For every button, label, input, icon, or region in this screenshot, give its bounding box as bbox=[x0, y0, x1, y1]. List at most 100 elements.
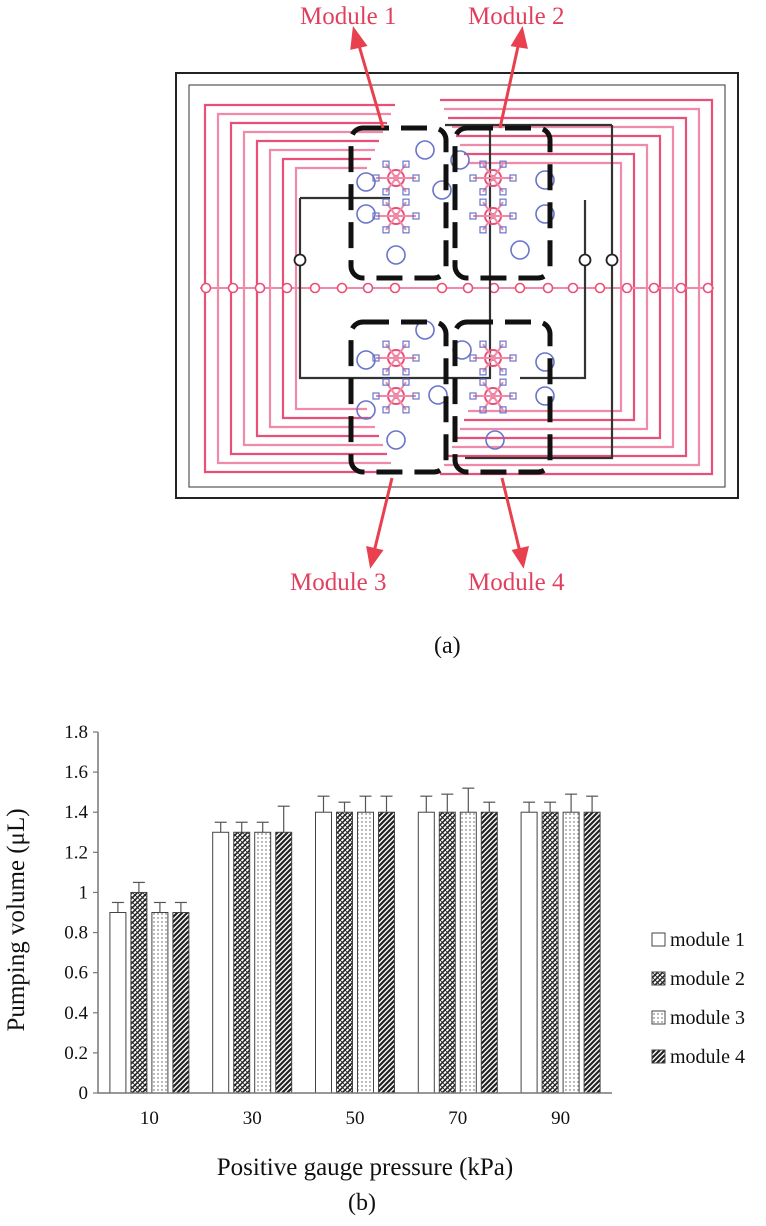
module-3-box bbox=[348, 319, 449, 475]
module-1-box bbox=[348, 125, 449, 281]
y-tick-label: 0.8 bbox=[64, 923, 88, 944]
arrow-module-1 bbox=[356, 41, 385, 129]
chamber bbox=[485, 430, 505, 450]
bus-ports bbox=[200, 282, 714, 294]
channel-port bbox=[227, 282, 239, 294]
bar-module-3-50 bbox=[357, 811, 374, 1094]
bar-module-3-10 bbox=[151, 912, 169, 1094]
legend-swatch bbox=[651, 971, 666, 986]
channel-port bbox=[648, 282, 660, 294]
arrow-module-2 bbox=[498, 41, 521, 129]
y-tick-label: 0.4 bbox=[64, 1003, 88, 1024]
channel-port bbox=[514, 282, 526, 294]
pump-clusters bbox=[356, 140, 555, 450]
chip-inner-border bbox=[188, 84, 726, 488]
chamber bbox=[386, 245, 406, 265]
bar-module-2-10 bbox=[130, 891, 148, 1094]
pump-unit bbox=[469, 378, 517, 414]
bar-module-2-30 bbox=[233, 831, 251, 1094]
bar-module-4-90 bbox=[583, 811, 601, 1094]
module-1-label: Module 1 bbox=[300, 3, 397, 30]
channel-port bbox=[362, 282, 374, 294]
channel-port bbox=[702, 282, 714, 294]
channel-port bbox=[309, 282, 321, 294]
bar-module-2-70 bbox=[438, 811, 456, 1094]
chamber bbox=[356, 204, 376, 224]
pump-unit bbox=[469, 340, 517, 376]
bar-module-4-50 bbox=[378, 811, 395, 1094]
bar-module-1-10 bbox=[109, 912, 127, 1094]
arrow-head-4 bbox=[511, 545, 530, 569]
chamber bbox=[510, 240, 530, 260]
legend-swatch bbox=[651, 932, 666, 947]
legend-swatch bbox=[651, 1049, 666, 1064]
channel-port bbox=[281, 282, 293, 294]
x-axis-title: Positive gauge pressure (kPa) bbox=[217, 1154, 513, 1181]
legend-label: module 1 bbox=[670, 929, 745, 951]
chamber bbox=[432, 180, 452, 200]
module-boxes bbox=[348, 125, 553, 475]
module-arrows bbox=[350, 26, 530, 569]
chamber bbox=[450, 150, 470, 170]
arrow-module-3 bbox=[372, 477, 394, 553]
pump-unit bbox=[372, 378, 420, 414]
bar-module-1-50 bbox=[315, 811, 332, 1094]
y-tick-label: 0.6 bbox=[64, 963, 88, 984]
bar-module-1-30 bbox=[212, 831, 230, 1094]
module-2-box bbox=[452, 125, 553, 281]
channel-port bbox=[462, 282, 474, 294]
control-port-right-2 bbox=[605, 253, 619, 267]
arrow-module-4 bbox=[500, 477, 522, 553]
chamber bbox=[428, 385, 448, 405]
arrow-head-2 bbox=[510, 26, 528, 49]
bar-module-1-70 bbox=[417, 811, 435, 1094]
y-axis-ticks: 00.20.40.60.811.21.41.61.8 bbox=[64, 722, 98, 1104]
bars bbox=[109, 811, 601, 1094]
channel-port bbox=[594, 282, 606, 294]
pump-unit bbox=[372, 198, 420, 234]
bar-module-3-70 bbox=[459, 811, 477, 1094]
error-bars bbox=[111, 787, 599, 913]
chamber bbox=[535, 352, 555, 372]
channel-port bbox=[254, 282, 266, 294]
legend-swatch bbox=[651, 1010, 666, 1025]
chamber bbox=[415, 140, 435, 160]
channel-port bbox=[621, 282, 633, 294]
bar-module-3-90 bbox=[562, 811, 580, 1094]
y-tick-label: 1.4 bbox=[64, 802, 88, 823]
bar-module-3-30 bbox=[254, 831, 272, 1094]
arrow-head-1 bbox=[350, 26, 368, 50]
x-tick-label: 10 bbox=[140, 1108, 159, 1129]
bar-module-4-10 bbox=[172, 912, 190, 1094]
pump-unit bbox=[372, 340, 420, 376]
legend-label: module 2 bbox=[670, 968, 745, 990]
chip-schematic: Module 1 Module 2 Module 3 Module 4 bbox=[175, 3, 739, 596]
bar-module-1-90 bbox=[520, 811, 538, 1094]
y-tick-label: 1.6 bbox=[64, 762, 88, 783]
y-tick-label: 0 bbox=[79, 1083, 89, 1104]
bar-module-2-50 bbox=[336, 811, 353, 1094]
channel-port bbox=[675, 282, 687, 294]
pump-unit bbox=[372, 160, 420, 196]
bar-module-4-70 bbox=[480, 811, 498, 1094]
module-4-box bbox=[452, 319, 553, 475]
channel-port bbox=[567, 282, 579, 294]
chamber bbox=[535, 386, 555, 406]
y-tick-label: 1.8 bbox=[64, 722, 88, 743]
legend-label: module 3 bbox=[670, 1007, 745, 1029]
control-port-left bbox=[293, 253, 307, 267]
bar-module-2-90 bbox=[541, 811, 559, 1094]
y-tick-label: 1.2 bbox=[64, 842, 88, 863]
chamber bbox=[356, 350, 376, 370]
module-3-label: Module 3 bbox=[290, 569, 387, 596]
bar-module-4-30 bbox=[275, 831, 293, 1094]
channel-port bbox=[200, 282, 212, 294]
pump-unit bbox=[469, 198, 517, 234]
y-tick-label: 0.2 bbox=[64, 1043, 88, 1064]
chamber bbox=[535, 170, 555, 190]
module-2-label: Module 2 bbox=[468, 3, 565, 30]
